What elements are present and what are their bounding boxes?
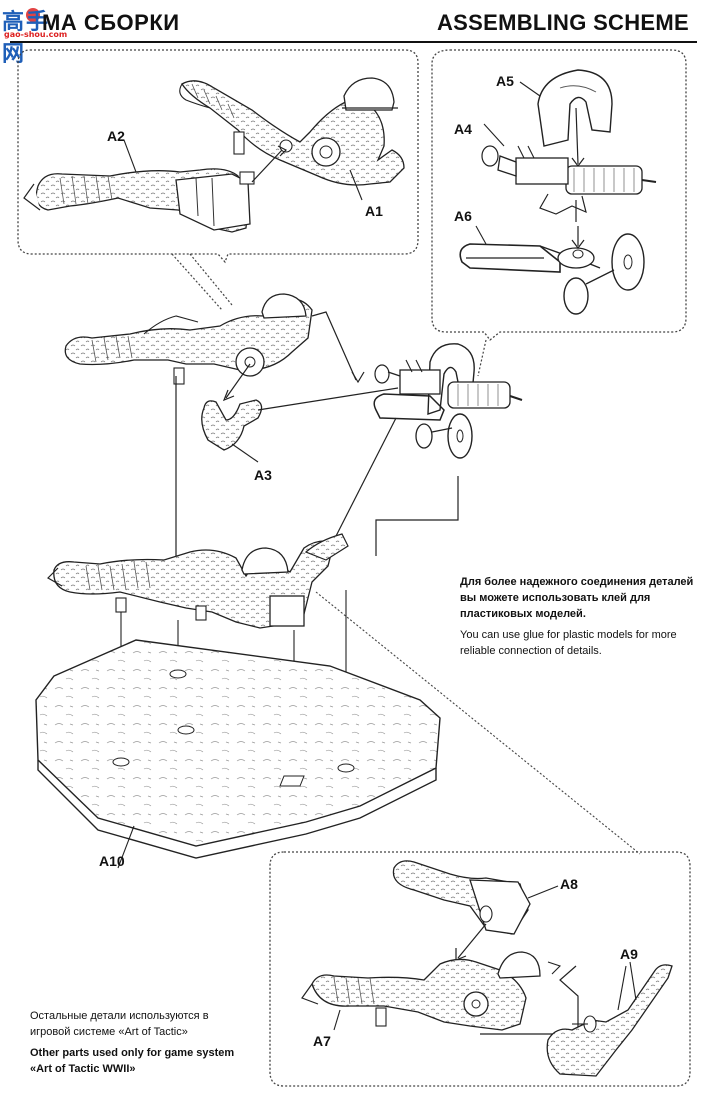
other-parts-note-english: Other parts used only for game system «A… bbox=[30, 1047, 235, 1075]
label-a2: A2 bbox=[107, 128, 125, 144]
label-a8: A8 bbox=[560, 876, 578, 892]
glue-note-english: You can use glue for plastic models for … bbox=[460, 629, 677, 657]
label-a6: A6 bbox=[454, 208, 472, 224]
part-a7-body bbox=[301, 951, 579, 1035]
label-a7: A7 bbox=[313, 1033, 331, 1049]
header: 高手网 gao-shou.com МА СБОРКИ ASSEMBLING SC… bbox=[0, 0, 707, 67]
part-a10-base bbox=[35, 639, 441, 869]
header-rule bbox=[10, 41, 697, 43]
leader-a6 bbox=[475, 225, 487, 245]
label-a9: A9 bbox=[620, 946, 638, 962]
watermark-logo: 高手网 gao-shou.com bbox=[2, 2, 72, 67]
leader-a2 bbox=[123, 139, 137, 173]
part-a3-arm bbox=[201, 363, 399, 463]
part-a1-torso bbox=[179, 77, 405, 186]
figure-soldier-step1 bbox=[64, 293, 365, 385]
leader-a9 bbox=[629, 961, 637, 1001]
label-a3: A3 bbox=[254, 467, 272, 483]
panel-soldier-detail bbox=[17, 49, 419, 311]
label-a5: A5 bbox=[496, 73, 514, 89]
title-russian: МА СБОРКИ bbox=[42, 10, 180, 35]
label-a4: A4 bbox=[454, 121, 472, 137]
part-a8-legs bbox=[392, 860, 531, 961]
label-a10: A10 bbox=[99, 853, 125, 869]
part-a4-gun bbox=[481, 145, 657, 222]
figure-gun-assembled bbox=[333, 343, 523, 556]
leader-a5 bbox=[519, 81, 541, 97]
figure-soldier-complete bbox=[47, 376, 349, 629]
leader-a4 bbox=[483, 123, 505, 147]
leader-a1 bbox=[349, 169, 363, 201]
title-english: ASSEMBLING SCHEME bbox=[436, 10, 689, 35]
watermark-dot bbox=[26, 8, 40, 22]
panel-prone-soldier-detail bbox=[269, 851, 691, 1087]
part-a2-legs bbox=[23, 145, 288, 233]
part-a9-arm bbox=[546, 964, 673, 1077]
leader-a8 bbox=[527, 885, 559, 899]
glue-note-russian: Для более надежного соединения деталей в… bbox=[460, 576, 694, 620]
label-a1: A1 bbox=[365, 203, 383, 219]
watermark-url: gao-shou.com bbox=[4, 30, 68, 39]
part-a6-carriage bbox=[459, 226, 645, 315]
panel-machine-gun-detail bbox=[431, 49, 687, 377]
watermark-chars: 高手网 bbox=[2, 10, 51, 67]
other-parts-note-russian: Остальные детали используются в игровой … bbox=[30, 1010, 209, 1038]
leader-a7 bbox=[333, 1009, 341, 1031]
part-a5-shield bbox=[537, 69, 613, 167]
